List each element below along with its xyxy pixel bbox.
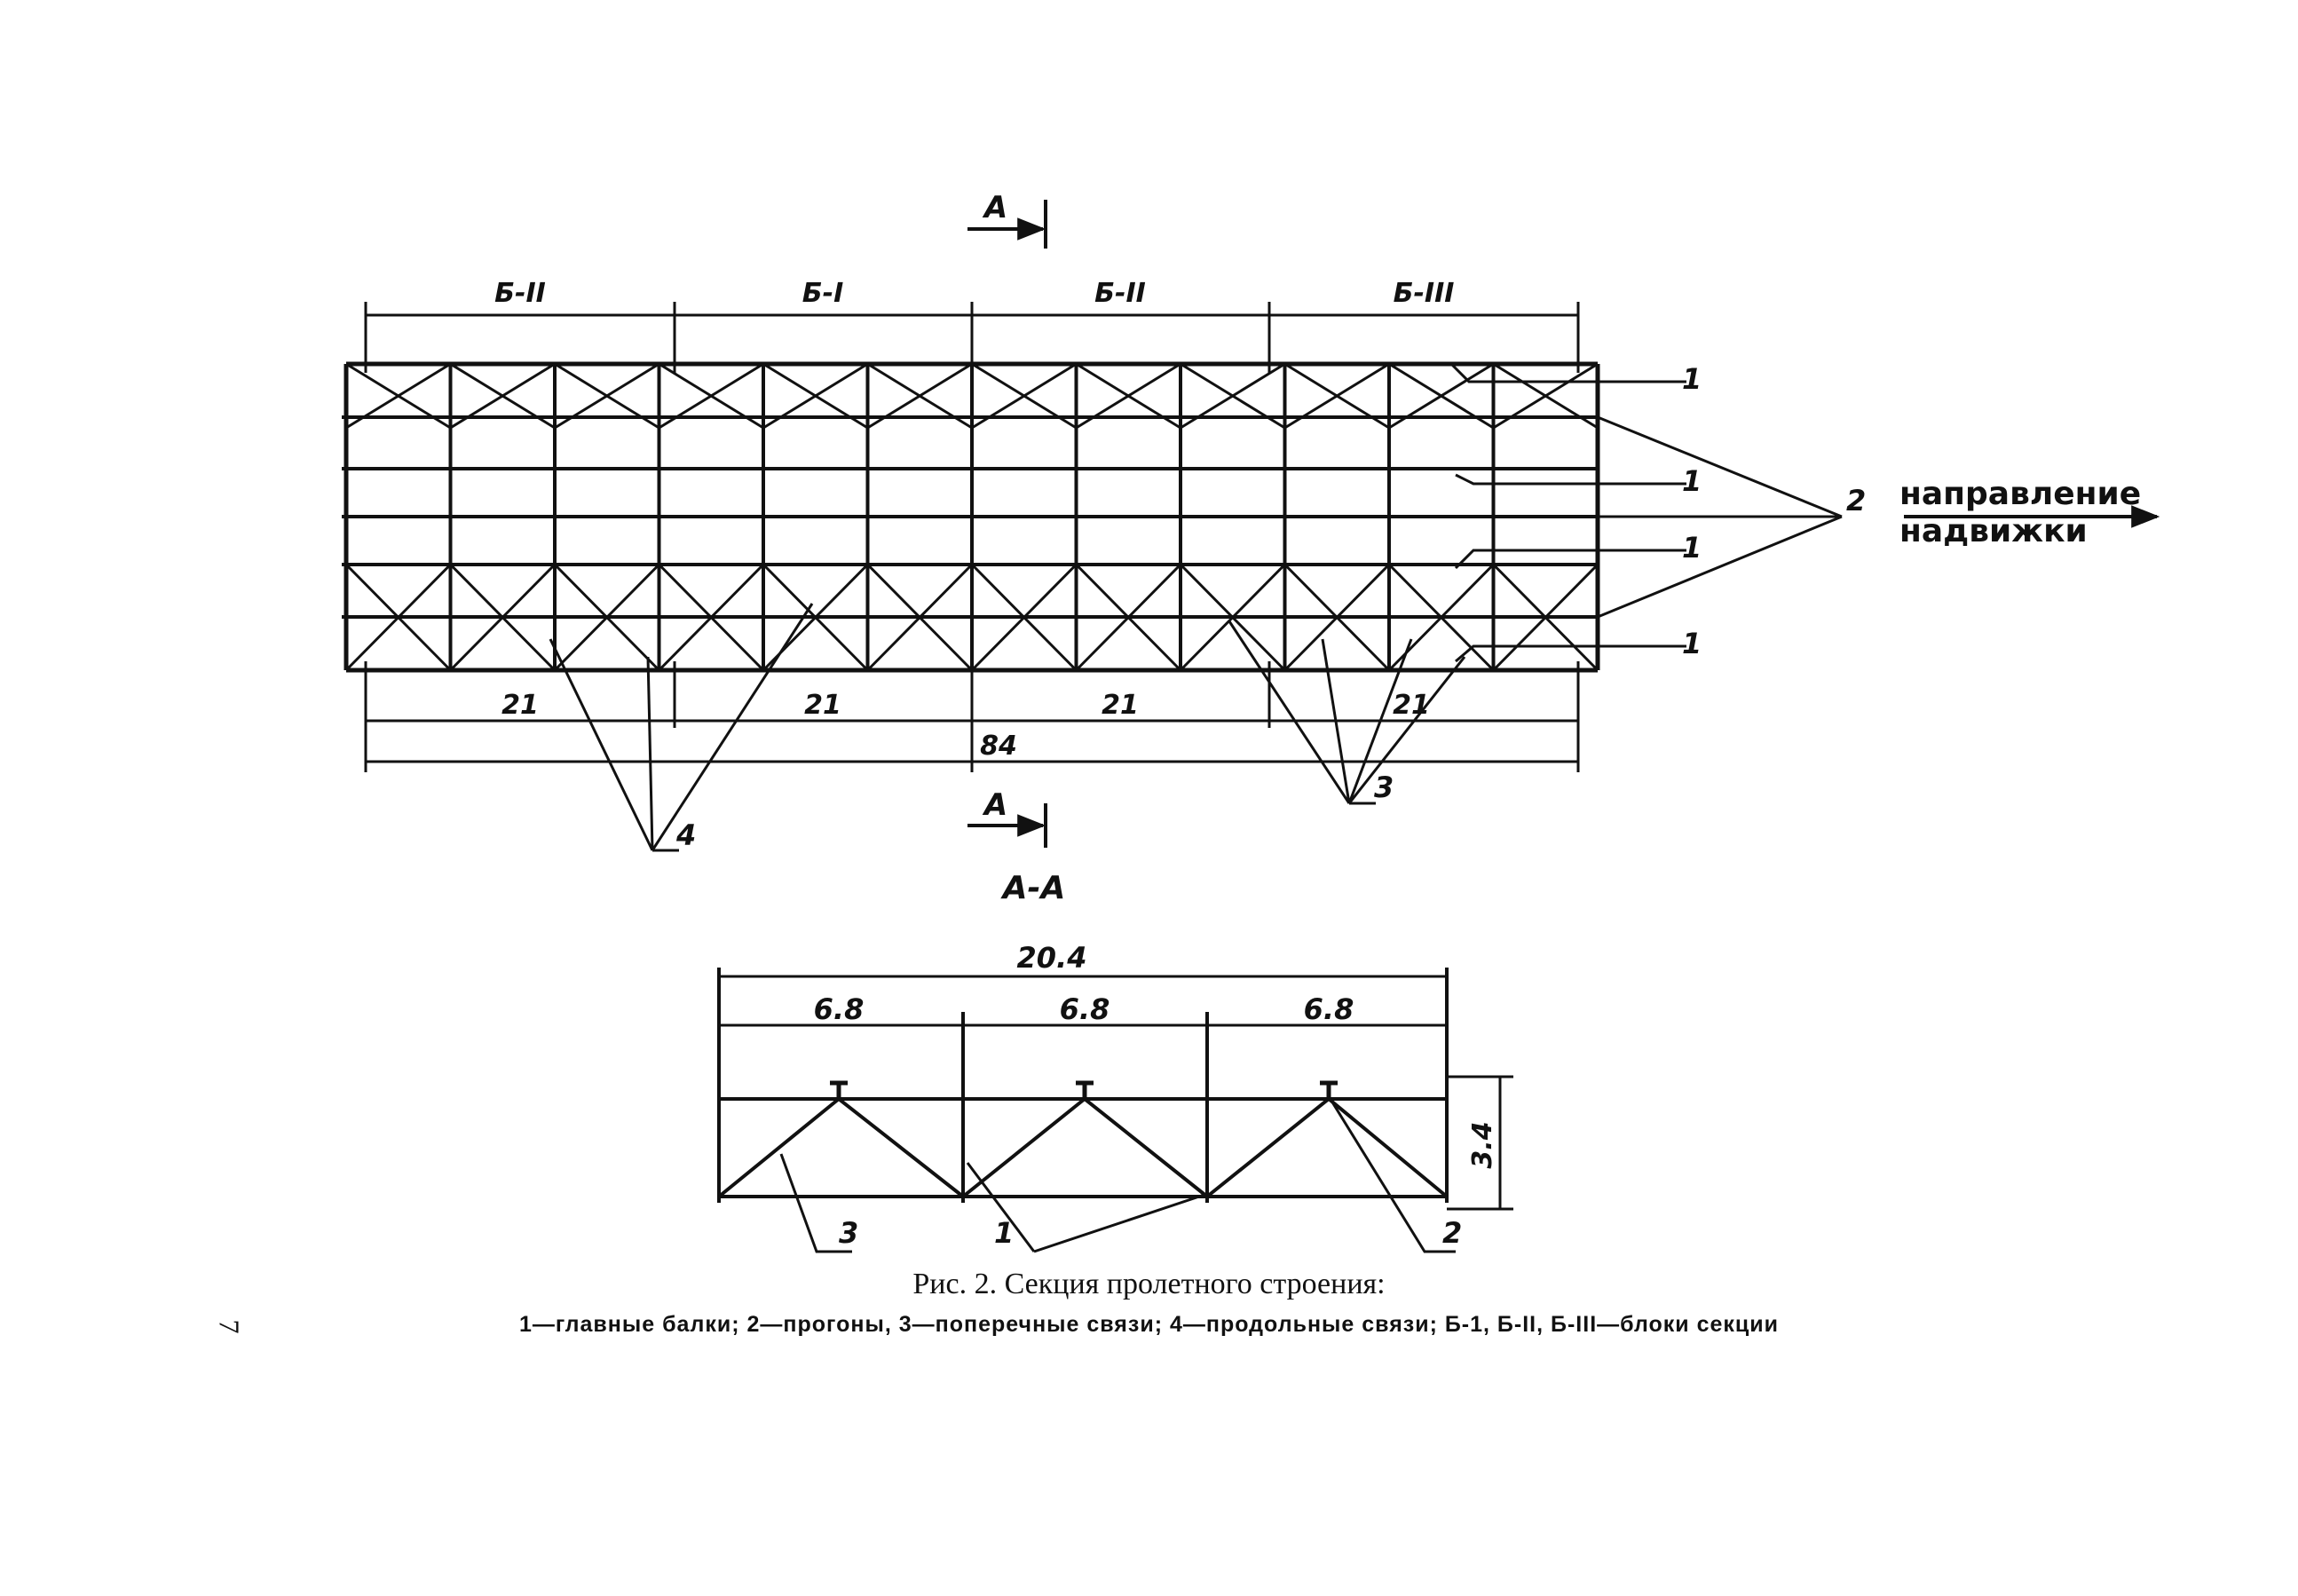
section-callout-1: 1 (994, 1216, 1014, 1250)
block-label: Б-I (802, 278, 843, 309)
x-brace-diagonal (970, 563, 1078, 672)
x-brace-diagonal (553, 563, 660, 672)
x-brace-diagonal (1283, 563, 1391, 672)
span-dimension: 21 (501, 690, 539, 721)
section-marker-bottom (967, 803, 1047, 848)
plan-view (342, 200, 2160, 852)
section-total-width: 20.4 (1017, 941, 1087, 975)
span-dimension: 21 (804, 690, 841, 721)
section-title: А-А (1000, 870, 1066, 906)
callout-leaders-cross (1228, 620, 1466, 805)
x-brace-diagonal (1388, 362, 1495, 430)
span-dimension: 21 (1393, 690, 1430, 721)
page-number: 7 (213, 1319, 246, 1334)
section-dimension-lines (719, 975, 1513, 1211)
x-brace-diagonal (1492, 362, 1599, 430)
plan-transverse-grid (448, 364, 1496, 670)
x-brace-diagonal (971, 362, 1078, 430)
callout-2: 2 (1846, 484, 1866, 518)
section-marker-label-bottom: А (982, 787, 1007, 823)
callout-leaders-girders (1449, 362, 1686, 663)
x-brace-diagonal (1283, 362, 1390, 430)
cross-section-view (717, 968, 1513, 1253)
x-brace-diagonal (658, 362, 764, 430)
figure-caption-title: Рис. 2. Секция пролетного строения: (912, 1268, 1386, 1300)
section-leaders (779, 1100, 1456, 1253)
section-labels: А-А 20.4 6.8 6.8 6.8 3.4 3 1 2 (814, 870, 1498, 1250)
callout-1: 1 (1682, 464, 1702, 498)
x-brace-diagonal (449, 563, 557, 672)
x-brace-diagonal (1492, 563, 1599, 672)
section-girders (830, 1080, 1338, 1099)
callout-1: 1 (1682, 627, 1702, 660)
x-brace-diagonal (344, 563, 452, 672)
top-dimension-line (364, 302, 1580, 373)
section-height: 3.4 (1467, 1121, 1498, 1168)
x-brace-diagonal (345, 362, 452, 430)
x-brace-diagonal (554, 362, 660, 430)
section-marker-top (967, 200, 1047, 249)
block-label: Б-II (1094, 278, 1146, 309)
callout-4: 4 (675, 818, 696, 852)
section-callout-3: 3 (839, 1216, 858, 1250)
x-brace-diagonal (658, 563, 765, 672)
x-brace-diagonal (762, 362, 869, 430)
bay-width: 6.8 (814, 992, 865, 1026)
x-brace-diagonal (866, 362, 973, 430)
plan-longitudinal-lines (342, 415, 1598, 619)
span-dimension: 21 (1102, 690, 1139, 721)
section-cross-bracing (717, 1096, 1449, 1198)
bay-width: 6.8 (1304, 992, 1354, 1026)
total-dimension: 84 (980, 731, 1017, 762)
plan-labels: А А Б-II Б-I Б-II Б-III 21 21 21 21 84 1… (494, 190, 2141, 852)
section-callout-2: 2 (1442, 1216, 1462, 1250)
callout-1: 1 (1682, 531, 1702, 565)
x-brace-diagonal (449, 362, 556, 430)
x-brace-diagonal (1179, 563, 1286, 672)
direction-label-line1: направление (1899, 476, 2141, 512)
plan-x-bracing (344, 362, 1599, 672)
x-brace-diagonal (1180, 362, 1286, 430)
x-brace-diagonal (866, 563, 974, 672)
callout-leaders-longitudinal (549, 603, 814, 852)
callout-leaders-purlins (1597, 415, 1843, 619)
bay-width: 6.8 (1060, 992, 1110, 1026)
bottom-dimension-lines (364, 661, 1580, 772)
callout-1: 1 (1682, 362, 1702, 396)
figure-caption-legend: 1—главные балки; 2—прогоны, 3—поперечные… (518, 1312, 1780, 1337)
section-marker-label-top: А (982, 190, 1007, 225)
callout-3: 3 (1374, 770, 1394, 804)
direction-label-line2: надвижки (1899, 513, 2088, 549)
x-brace-diagonal (1075, 362, 1181, 430)
block-label: Б-II (494, 278, 546, 309)
block-label: Б-III (1394, 278, 1455, 309)
x-brace-diagonal (1075, 563, 1182, 672)
